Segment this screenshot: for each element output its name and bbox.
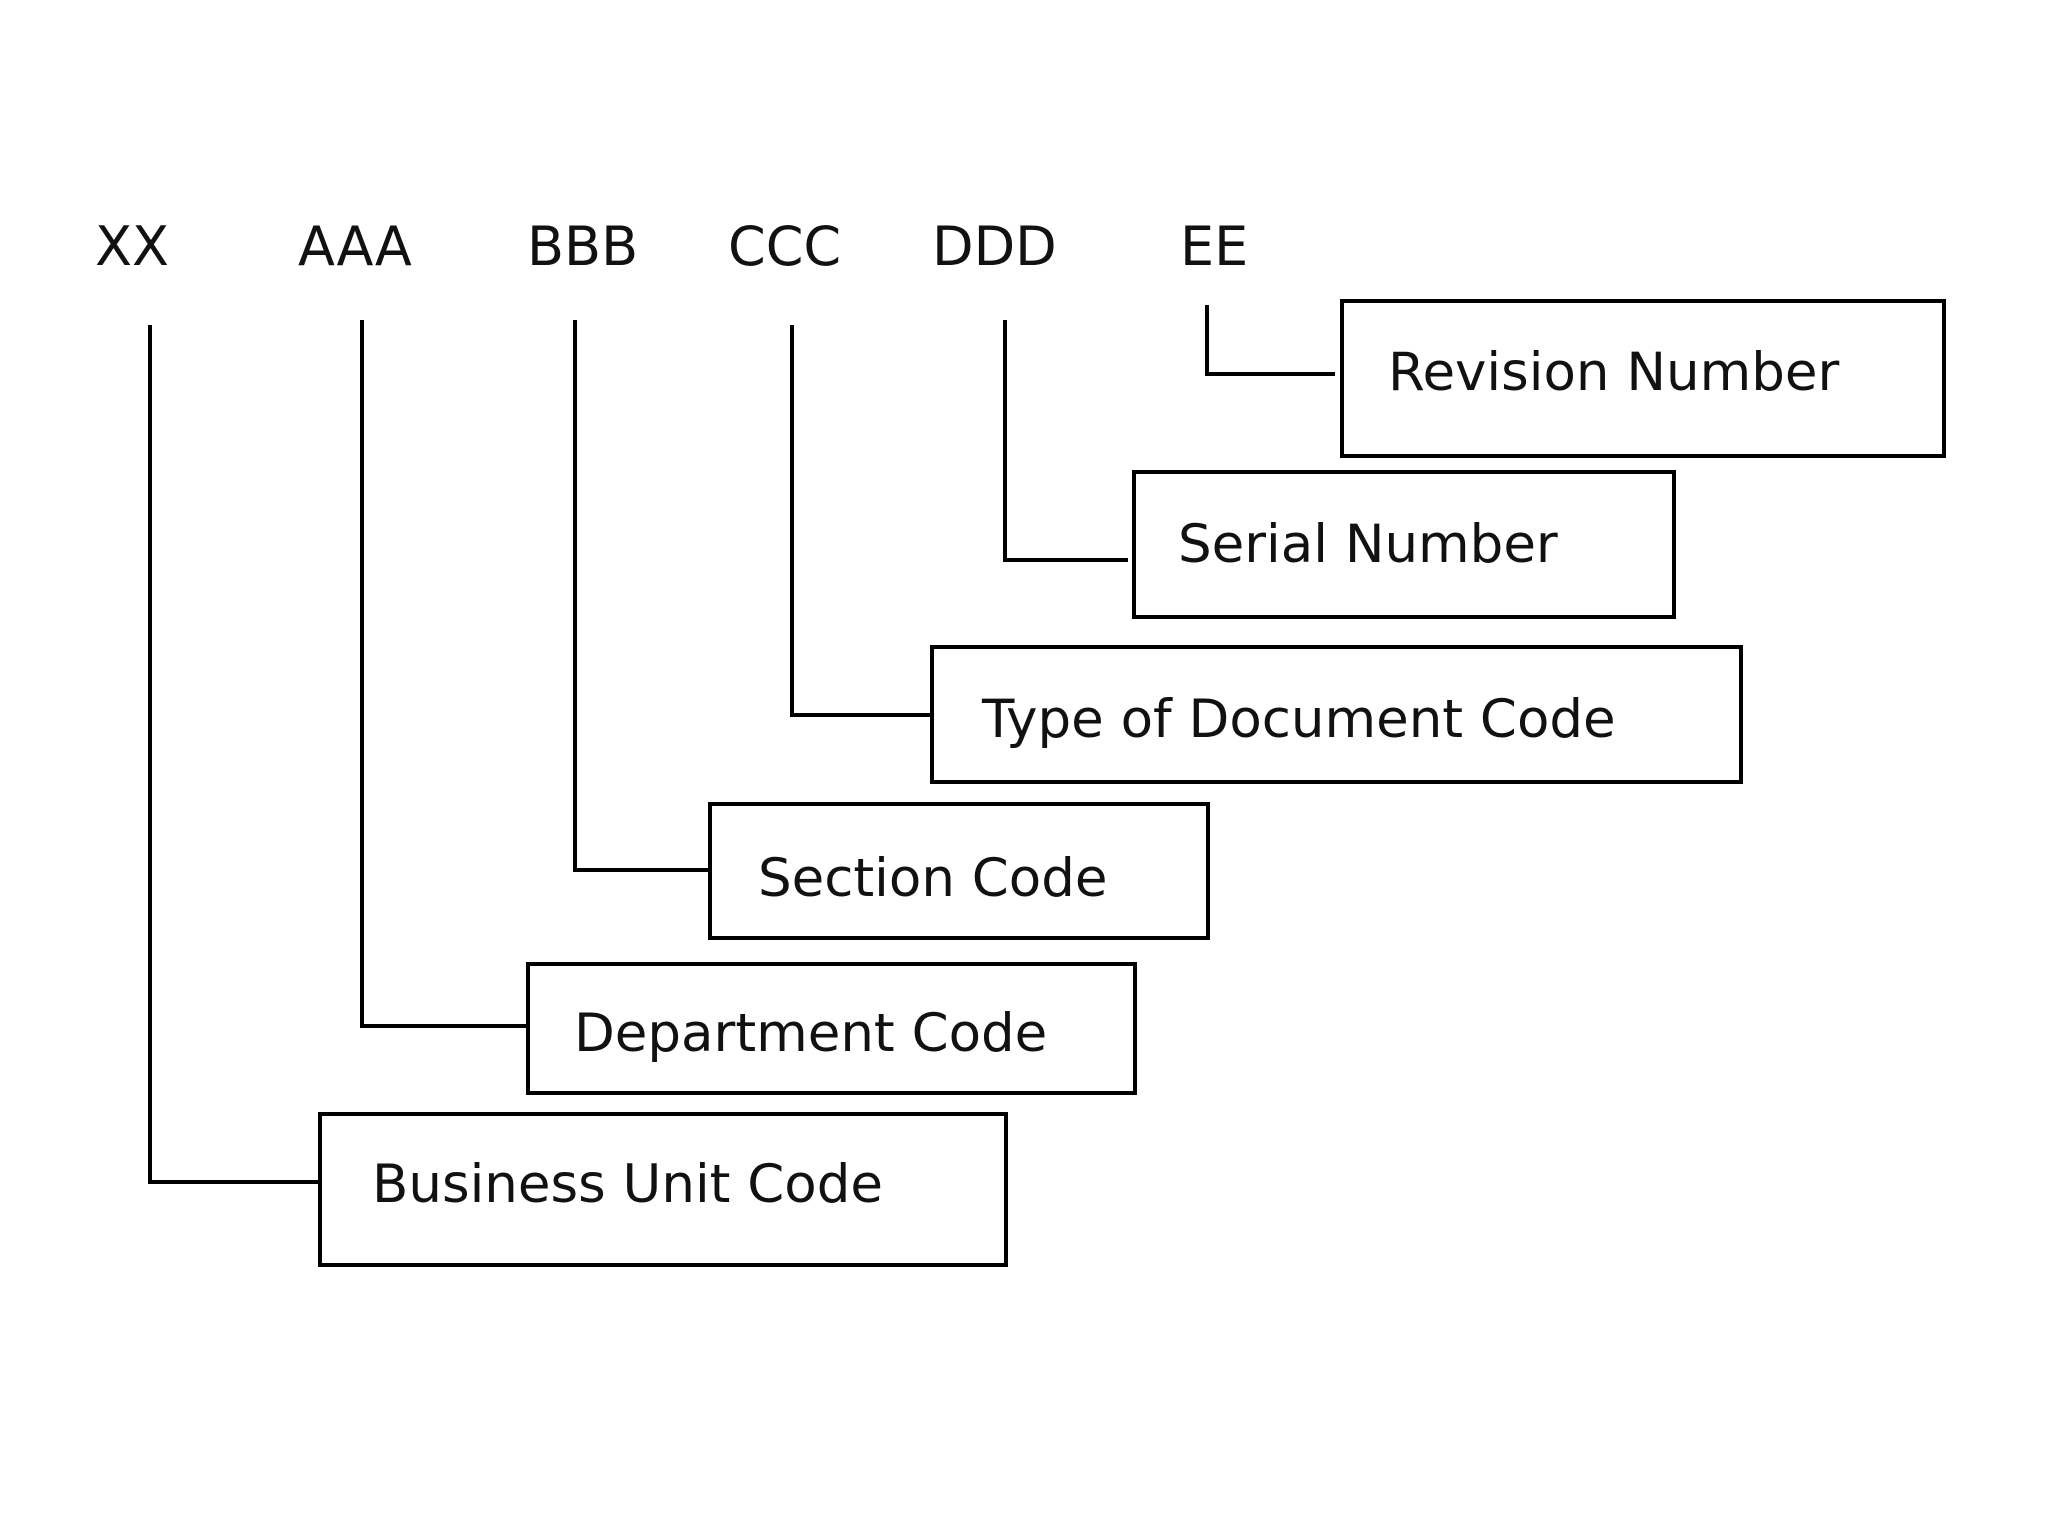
connector-section (573, 320, 710, 872)
box-serial-number: Serial Number (1132, 470, 1676, 619)
box-type-of-document-code: Type of Document Code (930, 645, 1743, 784)
box-section-code: Section Code (708, 802, 1210, 940)
segment-code-ccc: CCC (728, 215, 841, 278)
box-label-revision-number: Revision Number (1388, 342, 1839, 403)
box-department-code: Department Code (526, 962, 1137, 1095)
connector-revision-number (1205, 305, 1335, 376)
segment-code-bbb: BBB (527, 215, 638, 278)
box-label-business-unit-code: Business Unit Code (372, 1154, 883, 1215)
connector-document-type (790, 325, 932, 717)
box-label-type-of-document-code: Type of Document Code (981, 689, 1616, 750)
box-label-department-code: Department Code (574, 1003, 1047, 1064)
segment-code-ddd: DDD (932, 215, 1057, 278)
connector-serial-number (1003, 320, 1128, 562)
box-business-unit-code: Business Unit Code (318, 1112, 1008, 1267)
box-revision-number: Revision Number (1340, 299, 1946, 458)
connector-department (360, 320, 528, 1028)
box-label-section-code: Section Code (758, 848, 1107, 909)
segment-code-ee: EE (1180, 215, 1248, 278)
segment-code-aaa: AAA (298, 215, 412, 278)
box-label-serial-number: Serial Number (1178, 514, 1558, 575)
segment-code-xx: XX (95, 215, 169, 278)
connector-business-unit (148, 325, 320, 1184)
